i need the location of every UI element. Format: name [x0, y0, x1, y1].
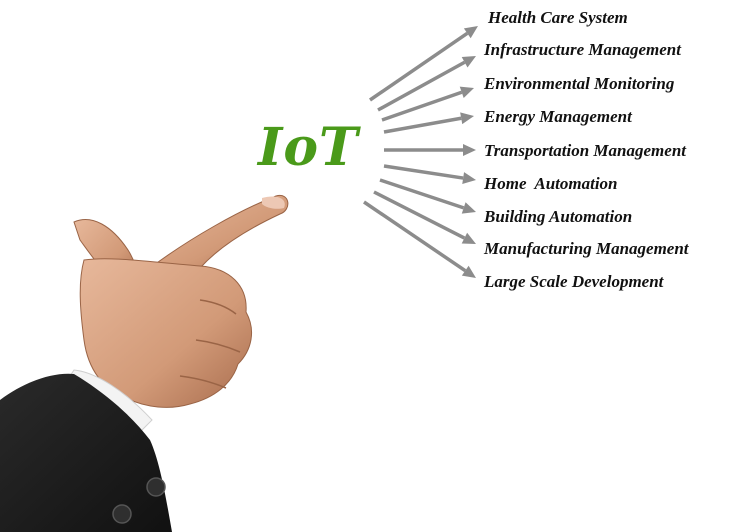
- iot-title: IoT: [258, 117, 359, 178]
- arrow-6: [379, 178, 476, 214]
- arrow-4: [384, 144, 476, 156]
- arrow-shaft: [383, 116, 462, 134]
- arrow-shaft: [381, 90, 463, 122]
- arrow-shaft: [379, 178, 465, 210]
- sleeve-button: [146, 477, 166, 497]
- arrow-head: [461, 232, 476, 244]
- app-label-building-automation: Building Automation: [484, 207, 633, 226]
- arrow-shaft: [373, 190, 466, 240]
- app-label-large-scale: Large Scale Development: [484, 272, 664, 291]
- arrow-shaft: [377, 60, 466, 112]
- app-label-manufacturing: Manufacturing Management: [484, 239, 689, 258]
- arrow-5: [383, 164, 476, 184]
- arrow-1: [377, 56, 476, 112]
- knuckle-crease: [179, 375, 227, 389]
- app-label-health-care: Health Care System: [488, 8, 628, 27]
- suit-sleeve-shape: [0, 373, 172, 532]
- app-label-environmental: Environmental Monitoring: [484, 74, 675, 93]
- arrow-3: [383, 112, 474, 134]
- knuckle-crease: [195, 339, 241, 353]
- arrow-8: [363, 200, 476, 278]
- arrow-head: [461, 265, 476, 278]
- arrow-2: [381, 86, 474, 122]
- arrow-shaft: [363, 200, 467, 273]
- arrow-0: [369, 26, 478, 102]
- arrow-head: [463, 26, 478, 39]
- knuckle-crease: [199, 299, 237, 315]
- sleeve-button: [112, 504, 132, 524]
- app-label-transportation: Transportation Management: [484, 141, 686, 160]
- index-finger-shape: [148, 194, 289, 269]
- arrow-shaft: [383, 164, 464, 180]
- arrow-shaft: [369, 31, 469, 102]
- fingernail-shape: [262, 196, 285, 209]
- arrow-head: [461, 202, 476, 214]
- arrow-head: [463, 144, 476, 156]
- app-label-infrastructure: Infrastructure Management: [484, 40, 681, 59]
- arrow-head: [462, 172, 476, 184]
- arrow-head: [461, 56, 476, 68]
- arrow-head: [460, 112, 474, 125]
- app-label-energy: Energy Management: [484, 107, 632, 126]
- arrow-7: [373, 190, 476, 244]
- app-label-home-automation: Home Automation: [484, 174, 618, 193]
- arrow-head: [459, 86, 474, 98]
